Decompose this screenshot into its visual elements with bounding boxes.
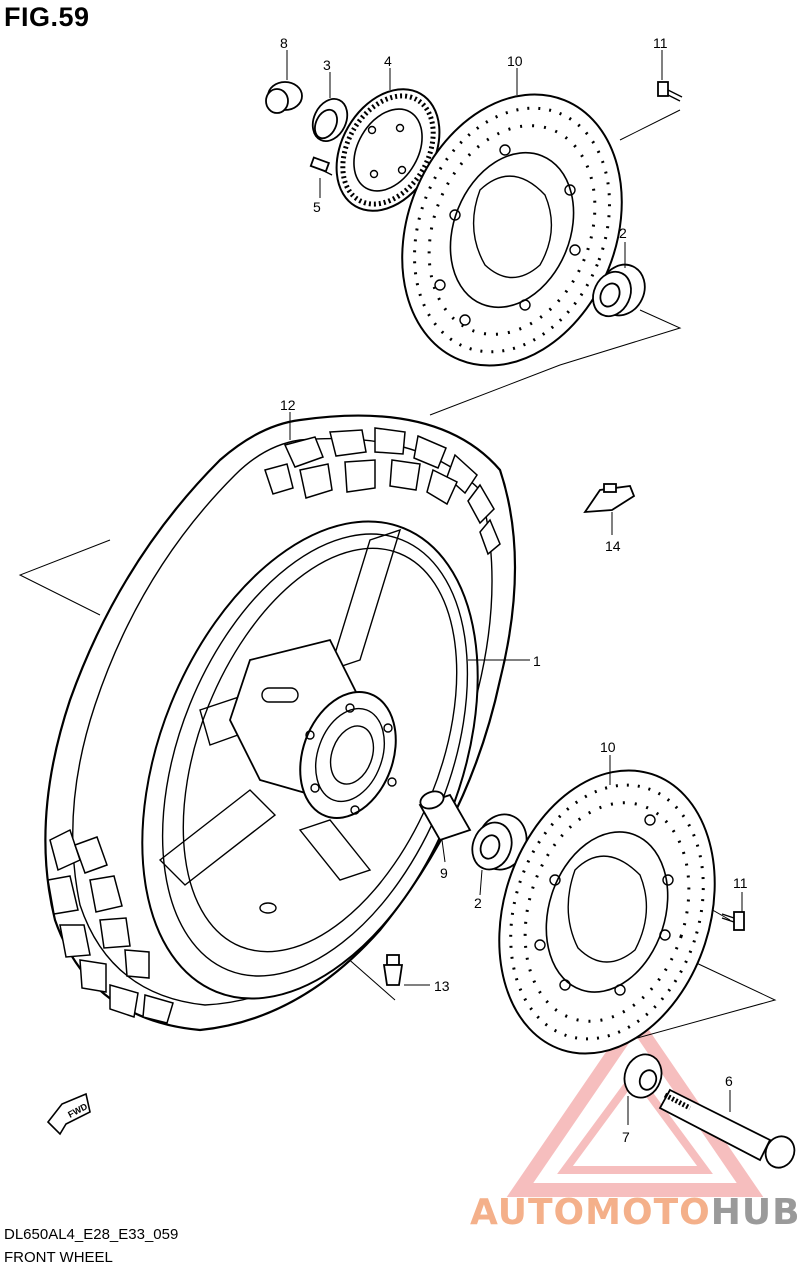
- part-10-brake-disc-right: [498, 769, 716, 1055]
- part-6-axle: [658, 1088, 796, 1169]
- callout-2-bottom: 2: [474, 895, 482, 911]
- callout-5: 5: [313, 199, 321, 215]
- part-2-bearing-bottom: [471, 813, 528, 871]
- callout-1: 1: [533, 653, 541, 669]
- fwd-direction-arrow: FWD: [46, 1092, 91, 1136]
- part-11-bolt-bottom: [721, 911, 745, 931]
- callout-7: 7: [622, 1129, 630, 1145]
- callout-2-top: 2: [619, 225, 627, 241]
- diagram-code: DL650AL4_E28_E33_059: [4, 1226, 179, 1243]
- callout-13: 13: [434, 978, 450, 994]
- figure-title: FIG.59: [4, 2, 90, 32]
- callout-10-bottom: 10: [600, 739, 616, 755]
- callout-6: 6: [725, 1073, 733, 1089]
- callout-12: 12: [280, 397, 296, 413]
- callout-11-bottom: 11: [733, 875, 748, 891]
- part-3-oil-seal: [311, 98, 349, 142]
- callout-numbers: 8 3 4 5 10 11 2 12 1 9 2 10 11 13 14 6 7: [280, 35, 748, 1145]
- leader-lines: [286, 50, 743, 1125]
- part-9-spacer: [418, 790, 472, 842]
- callout-10-top: 10: [507, 53, 523, 69]
- callout-11-top: 11: [653, 35, 668, 51]
- watermark-text: AUTOMOTOHUB: [470, 1192, 800, 1233]
- part-10-brake-disc-left: [401, 93, 623, 367]
- part-13-valve: [382, 954, 404, 986]
- watermark-part-b: HUB: [710, 1192, 800, 1233]
- callout-3: 3: [323, 57, 331, 73]
- diagram-name: FRONT WHEEL: [4, 1249, 113, 1266]
- part-2-bearing-top: [592, 263, 646, 318]
- part-7-washer: [623, 1053, 663, 1099]
- part-5-bolt: [309, 156, 333, 176]
- callout-8: 8: [280, 35, 288, 51]
- part-4-sensor-ring: [335, 88, 441, 212]
- part-11-bolt-top: [657, 81, 683, 102]
- watermark-part-a: AUTOMOTO: [470, 1192, 711, 1233]
- callout-9: 9: [440, 865, 448, 881]
- part-1-wheel-rim: [141, 520, 479, 1000]
- callout-14: 14: [605, 538, 621, 554]
- part-8-collar: [265, 81, 303, 114]
- part-14-balance-weight: [583, 483, 636, 514]
- callout-4: 4: [384, 53, 392, 69]
